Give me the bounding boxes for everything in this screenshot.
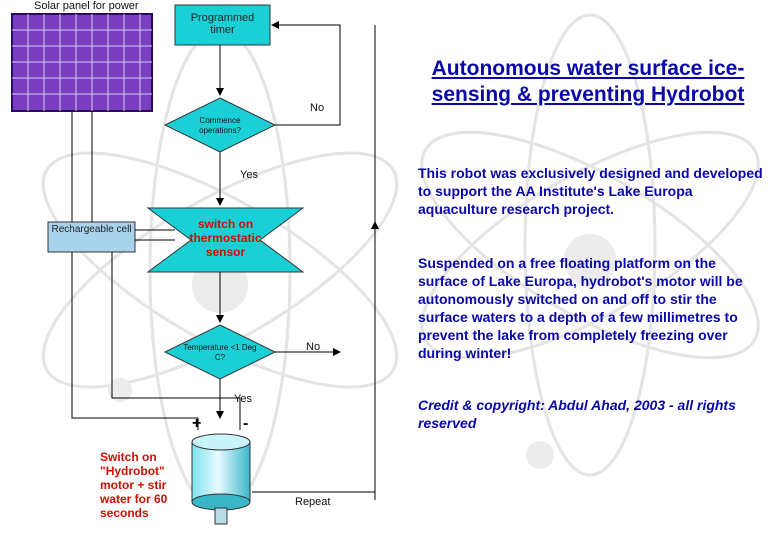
thermostatic-sensor-shape (146, 207, 305, 273)
yes-label-commence: Yes (240, 169, 258, 181)
no-label-commence: No (310, 102, 325, 114)
intro-paragraph: This robot was exclusively designed and … (418, 165, 763, 217)
credit-text: Credit & copyright: Abdul Ahad, 2003 - a… (418, 397, 736, 431)
flowchart (11, 4, 379, 525)
orbit-ellipse (420, 130, 760, 360)
no-label-temperature: No (306, 341, 321, 353)
timer-box (174, 4, 271, 46)
plus-terminal-label: + (192, 415, 202, 432)
timer-label: Programmed timer (190, 12, 255, 36)
temperature-label: Temperature <1 Deg C? (183, 343, 257, 362)
commence-label: Commence operations? (199, 116, 241, 135)
electron (108, 378, 132, 402)
rechargeable-cell-label: Rechargeable cell (51, 224, 132, 235)
repeat-label: Repeat (295, 496, 331, 508)
orbit-ellipse (420, 130, 760, 360)
description-paragraph: Suspended on a free floating platform on… (418, 255, 743, 361)
electron (526, 441, 554, 469)
nucleus (564, 234, 616, 286)
motor-label: Switch on "Hydrobot" motor + stir water … (100, 450, 168, 520)
solar-panel (11, 13, 153, 112)
thermostatic-sensor-label: switch on thermostatic sensor (189, 217, 262, 259)
motor-cylinder (191, 433, 251, 525)
page-title: Autonomous water surface ice-sensing & p… (431, 57, 745, 106)
orbit-ellipse (523, 13, 657, 477)
yes-label-temperature: Yes (234, 393, 252, 405)
solar-panel-label: Solar panel for power (34, 0, 139, 12)
rechargeable-cell-box (47, 221, 136, 253)
minus-terminal-label: - (243, 415, 249, 432)
